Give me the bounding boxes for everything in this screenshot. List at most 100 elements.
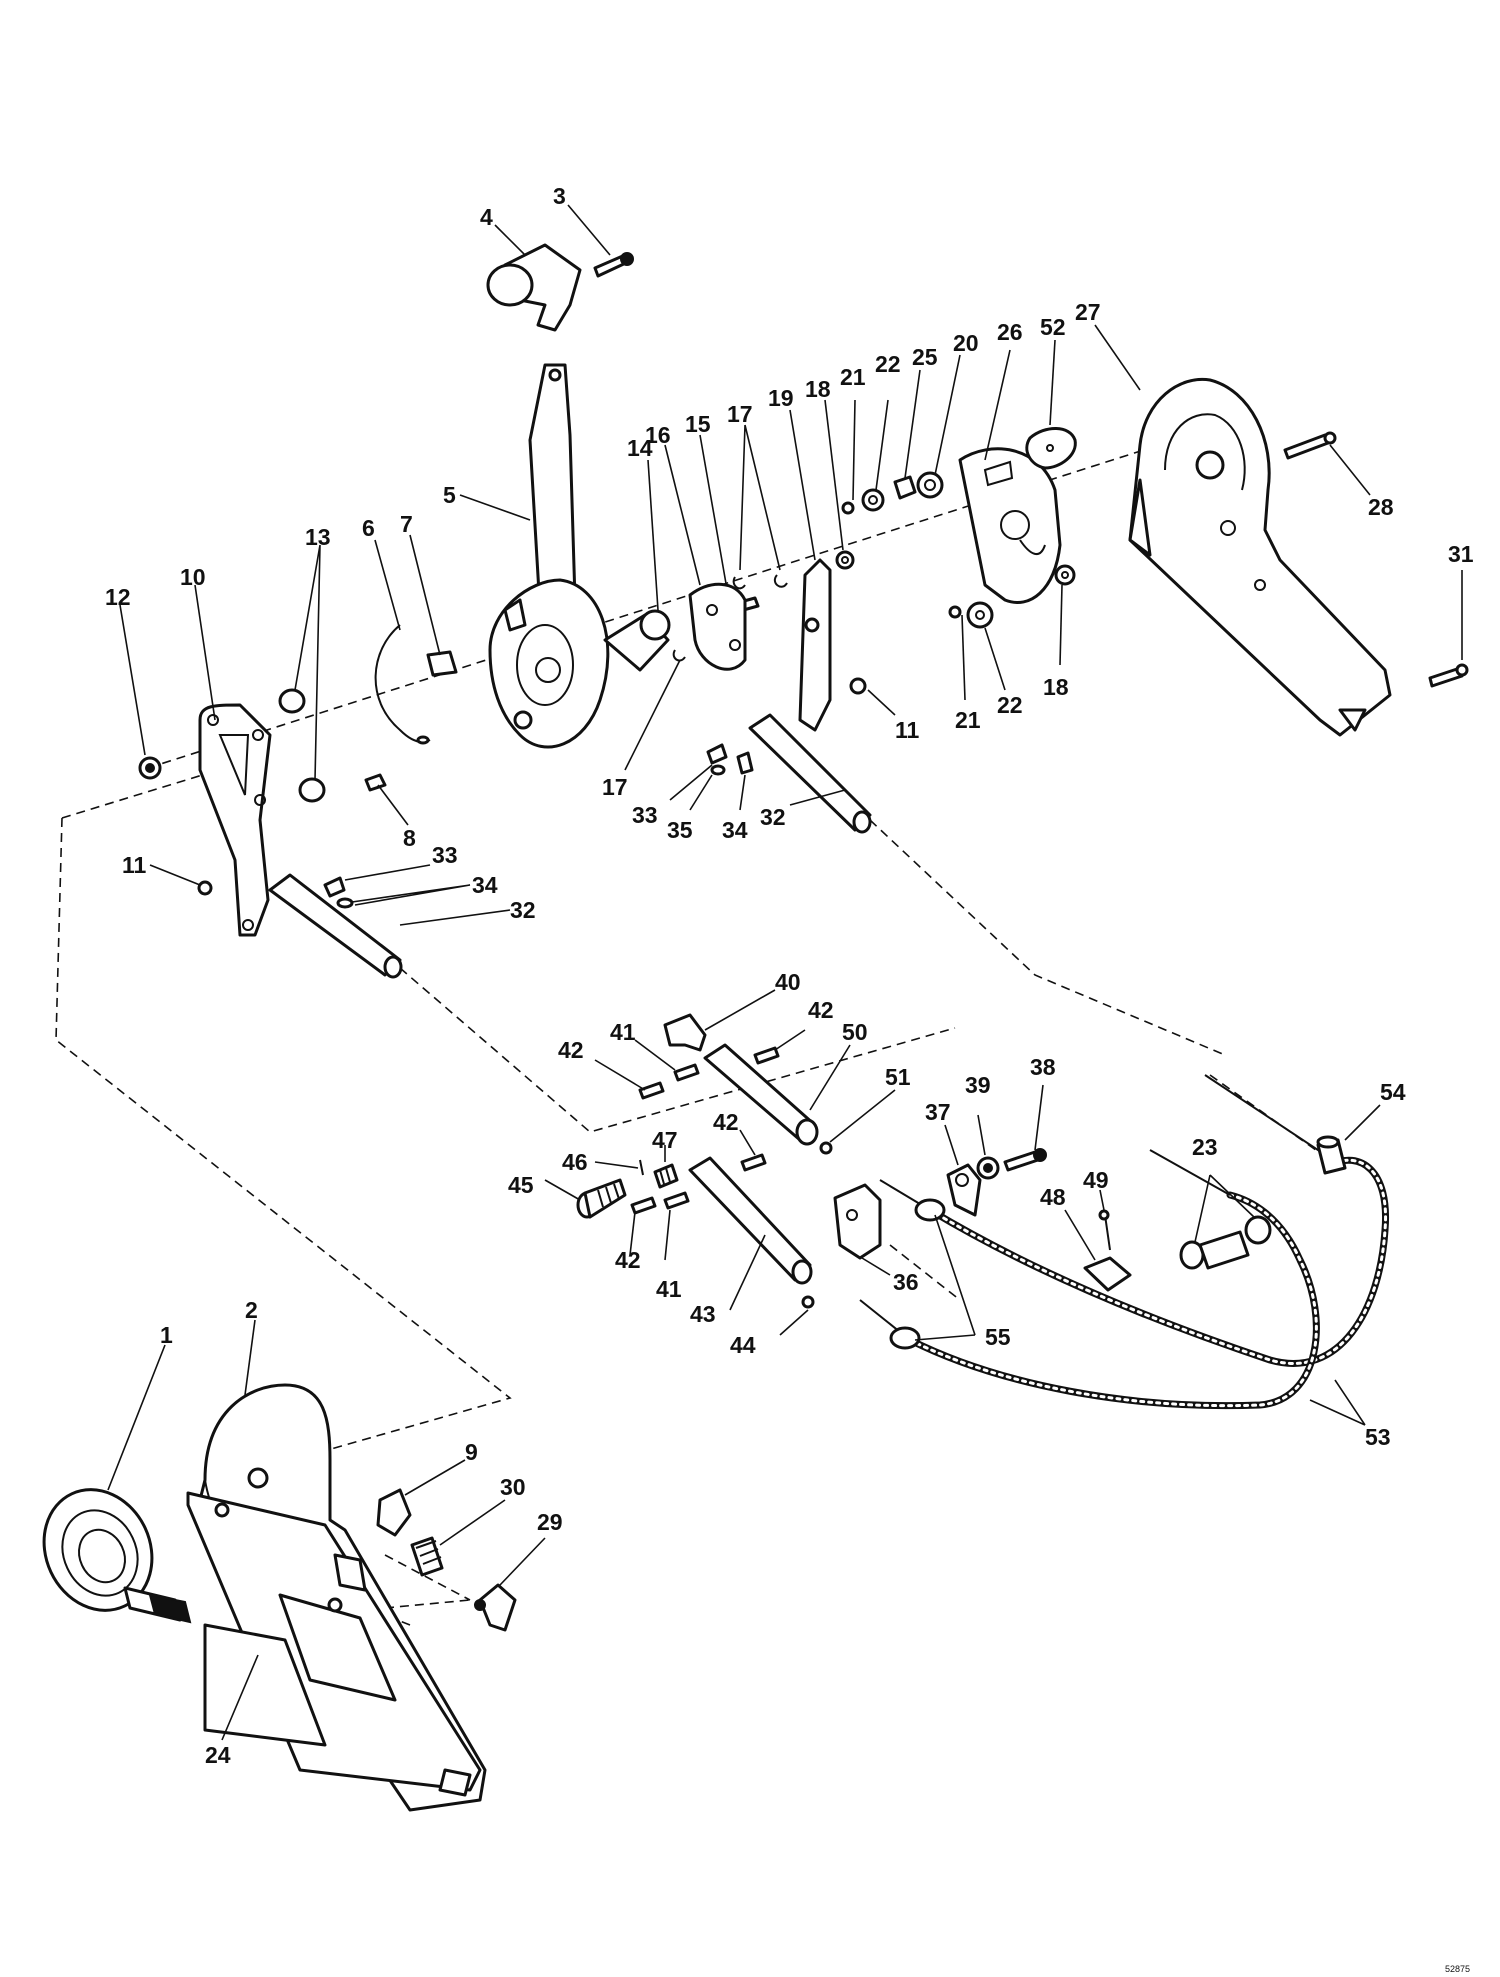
- label-32a: 32: [510, 897, 536, 923]
- label-43: 43: [690, 1301, 716, 1327]
- part-26-plate: [958, 349, 1062, 605]
- label-35: 35: [667, 817, 693, 843]
- part-23-ferrules: [1179, 1174, 1272, 1270]
- label-55: 55: [985, 1324, 1011, 1350]
- label-25: 25: [912, 344, 938, 370]
- part-16-cam: [664, 444, 747, 671]
- label-13: 13: [305, 524, 331, 550]
- label-26: 26: [997, 319, 1023, 345]
- part-27-rear-housing: [1094, 324, 1392, 737]
- label-17a: 17: [727, 401, 753, 427]
- label-10: 10: [180, 564, 206, 590]
- part-10-plate: [194, 584, 272, 937]
- part-21-screws: [841, 399, 966, 701]
- label-36: 36: [893, 1269, 919, 1295]
- label-3: 3: [553, 183, 566, 209]
- label-45: 45: [508, 1172, 534, 1198]
- part-17-clips: [624, 424, 788, 771]
- label-9: 9: [465, 1439, 478, 1465]
- part-28-screw: [1283, 431, 1371, 496]
- part-25-nut: [893, 369, 921, 500]
- label-42b: 42: [808, 997, 834, 1023]
- part-18-washers: [824, 399, 1076, 666]
- part-20-washer: [916, 354, 961, 499]
- part-52-pad: [1025, 339, 1077, 470]
- label-24: 24: [205, 1742, 231, 1768]
- label-28: 28: [1368, 494, 1394, 520]
- label-7: 7: [400, 511, 413, 537]
- part-34-pins: [336, 751, 754, 909]
- label-37: 37: [925, 1099, 951, 1125]
- label-27: 27: [1075, 299, 1101, 325]
- callout-labels: 1 2 3 4 5 6 7 8 9 10 11 11 12 13 14 15 1…: [105, 183, 1474, 1974]
- label-22a: 22: [875, 351, 901, 377]
- label-34a: 34: [472, 872, 498, 898]
- label-47: 47: [652, 1127, 678, 1153]
- part-46-pin: [594, 1159, 644, 1176]
- part-32-sleeves: [268, 713, 872, 979]
- part-48-clip: [1064, 1209, 1132, 1292]
- label-18b: 18: [1043, 674, 1069, 700]
- part-22-washers: [861, 399, 1006, 691]
- part-11-screw-right: [849, 677, 896, 716]
- part-7-detent: [409, 534, 458, 677]
- label-18a: 18: [805, 376, 831, 402]
- label-38: 38: [1030, 1054, 1056, 1080]
- part-3-screw: [567, 204, 634, 278]
- label-52: 52: [1040, 314, 1066, 340]
- part-40-clip: [663, 989, 776, 1052]
- part-49-screw: [1098, 1189, 1111, 1251]
- part-43-shaft: [688, 1156, 813, 1311]
- label-30: 30: [500, 1474, 526, 1500]
- label-16: 16: [645, 422, 671, 448]
- part-19-link: [789, 409, 832, 732]
- part-55-cable-seals: [889, 1198, 976, 1350]
- label-42d: 42: [615, 1247, 641, 1273]
- part-14-shaft: [603, 459, 671, 672]
- label-17b: 17: [602, 774, 628, 800]
- label-39: 39: [965, 1072, 991, 1098]
- part-31-screw: [1428, 570, 1469, 688]
- label-53: 53: [1365, 1424, 1391, 1450]
- label-49: 49: [1083, 1167, 1109, 1193]
- label-41b: 41: [656, 1276, 682, 1302]
- label-48: 48: [1040, 1184, 1066, 1210]
- label-19: 19: [768, 385, 794, 411]
- part-4-grip: [486, 224, 582, 332]
- part-13-bushings: [278, 544, 326, 803]
- label-1: 1: [160, 1322, 173, 1348]
- label-5: 5: [443, 482, 456, 508]
- part-33-screws: [323, 743, 728, 898]
- part-39-nut: [976, 1114, 1000, 1180]
- part-51-ring: [819, 1089, 896, 1155]
- label-42c: 42: [713, 1109, 739, 1135]
- label-22b: 22: [997, 692, 1023, 718]
- label-33a: 33: [432, 842, 458, 868]
- label-23: 23: [1192, 1134, 1218, 1160]
- part-45-knob: [544, 1178, 627, 1219]
- part-11-screw-left: [149, 864, 213, 896]
- part-36-block: [833, 1183, 891, 1276]
- label-50: 50: [842, 1019, 868, 1045]
- part-50-shaft: [703, 1043, 851, 1146]
- label-11a: 11: [122, 852, 147, 878]
- label-11b: 11: [895, 717, 920, 743]
- part-5-control-lever: [459, 363, 610, 749]
- part-24-decal: [203, 1623, 327, 1747]
- label-41a: 41: [610, 1019, 636, 1045]
- label-51: 51: [885, 1064, 911, 1090]
- label-4: 4: [480, 204, 493, 230]
- part-12-nut: [119, 604, 162, 780]
- part-47-spring: [653, 1145, 679, 1189]
- label-54: 54: [1380, 1079, 1406, 1105]
- label-29: 29: [537, 1509, 563, 1535]
- label-42a: 42: [558, 1037, 584, 1063]
- part-8-screw: [364, 773, 409, 826]
- part-38-screw: [1003, 1084, 1047, 1172]
- part-1-knob: [42, 1488, 192, 1624]
- label-33b: 33: [632, 802, 658, 828]
- part-35-ball: [689, 764, 726, 811]
- label-34b: 34: [722, 817, 748, 843]
- label-44: 44: [730, 1332, 756, 1358]
- label-31: 31: [1448, 541, 1474, 567]
